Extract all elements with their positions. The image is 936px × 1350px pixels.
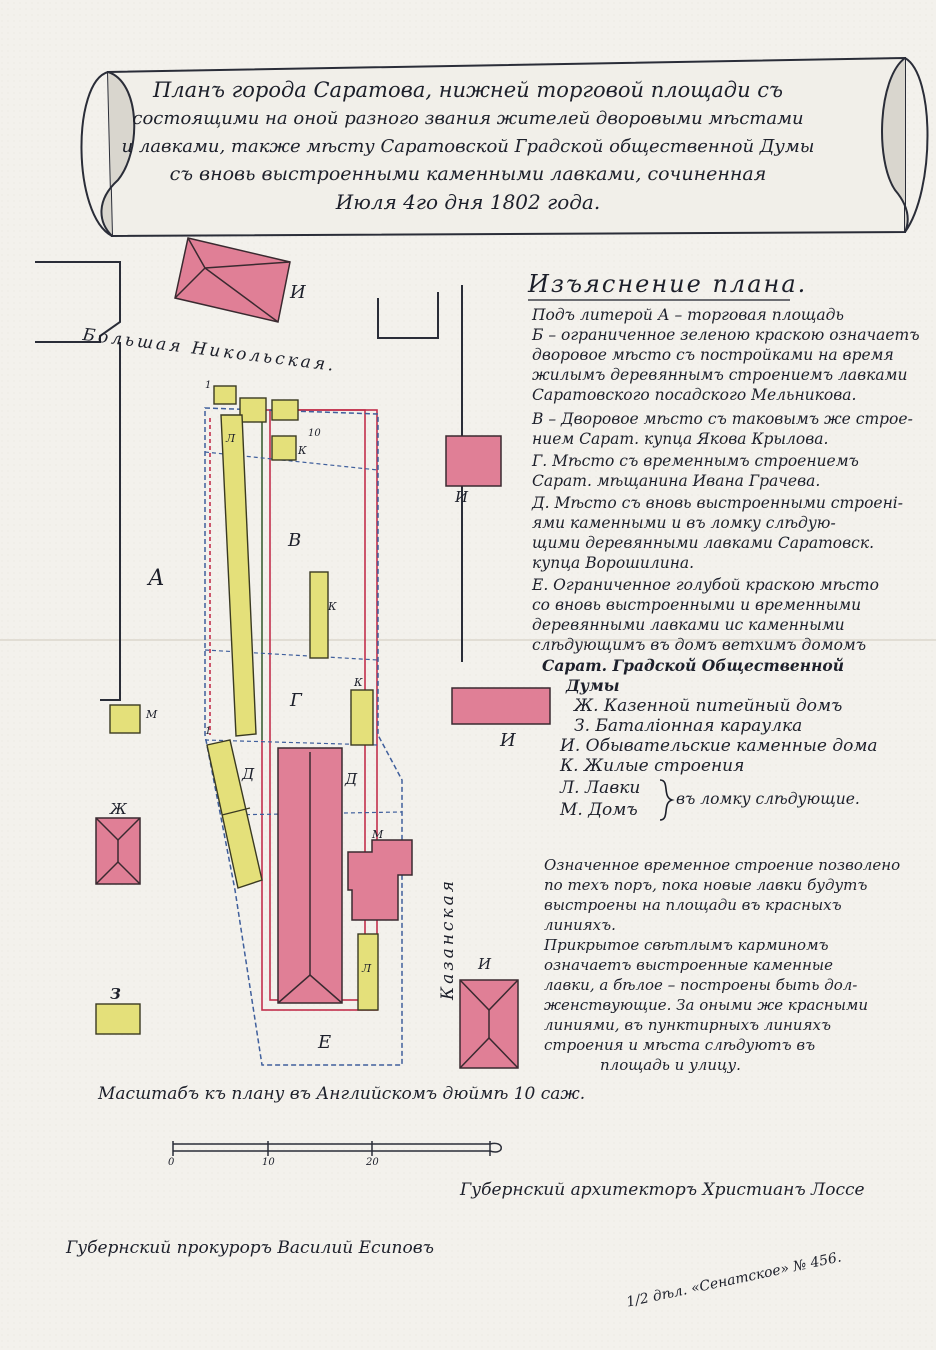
legend-line-1: Подъ литерой А – торговая площадь xyxy=(532,306,844,324)
building-i-right-upper xyxy=(445,435,502,487)
label-i-right-1: И xyxy=(455,488,469,506)
legend-line-7: нием Сарат. купца Якова Крылова. xyxy=(532,430,829,448)
legend-line-11: ями каменными и въ ломку слѣдую- xyxy=(532,514,836,532)
legend-line-15: со вновь выстроенными и временными xyxy=(532,596,862,614)
note-line-6: означаетъ выстроенные каменные xyxy=(544,956,833,974)
label-i-right-3: И xyxy=(478,955,492,973)
signature-prosecutor: Губернский прокуроръ Василий Есиповъ xyxy=(66,1238,434,1258)
legend-item-m: М. Домъ xyxy=(560,800,638,820)
legend-line-18: Сарат. Градской Общественной xyxy=(542,656,844,675)
legend-line-2: Б – ограниченное зеленою краскою означае… xyxy=(532,326,920,344)
note-line-11: площадь и улицу. xyxy=(600,1056,741,1074)
scale-tick-20: 20 xyxy=(366,1157,379,1168)
scale-bar xyxy=(172,1141,502,1156)
building-d-left xyxy=(206,739,263,889)
label-zh: Ж xyxy=(110,800,127,818)
legend-item-l: Л. Лавки xyxy=(560,778,641,798)
blue-boundary-e xyxy=(204,407,403,1066)
legend-line-4: жилымъ деревяннымъ строениемъ лавками xyxy=(532,366,908,384)
legend-line-8: Г. Мѣсто съ временнымъ строениемъ xyxy=(532,452,859,470)
building-i-right-lower xyxy=(459,979,519,1069)
legend-line-13: купца Ворошилина. xyxy=(532,554,695,572)
legend-line-14: Е. Ограниченное голубой краскою мѣсто xyxy=(532,576,879,594)
label-g: Г xyxy=(290,690,302,711)
building-duma-lavki xyxy=(277,747,343,1004)
title-scroll xyxy=(80,56,929,238)
legend-item-zh: Ж. Казенной питейный домъ xyxy=(574,696,843,716)
note-line-1: Означенное временное строение позволено xyxy=(544,856,901,874)
signature-architect: Губернский архитекторъ Христианъ Лоссе xyxy=(460,1180,865,1200)
note-line-5: Прикрытое свѣтлымъ карминомъ xyxy=(544,936,829,954)
wooden-buildings xyxy=(95,385,379,1035)
title-line-3: и лавками, также мѣсту Саратовской Градс… xyxy=(121,136,815,157)
building-zh xyxy=(95,817,141,885)
label-a: А xyxy=(148,566,165,591)
note-line-9: линиями, въ пунктирныхъ линияхъ xyxy=(544,1016,831,1034)
label-e: Е xyxy=(318,1032,332,1053)
label-number-1-top: 1 xyxy=(205,380,212,391)
building-i-right-middle xyxy=(451,687,551,725)
building-i-top xyxy=(174,237,291,323)
label-m-1: М xyxy=(146,708,158,721)
label-d-left: Д xyxy=(242,765,255,783)
label-l-3: Л xyxy=(362,962,372,975)
label-k-2: К xyxy=(328,600,337,613)
legend-heading: Изъяснение плана. xyxy=(528,270,808,298)
title-line-5: Июля 4го дня 1802 года. xyxy=(335,190,601,214)
legend-line-5: Саратовского посадского Мельникова. xyxy=(532,386,857,404)
legend-line-3: дворовое мѣсто съ постройками на время xyxy=(532,346,894,364)
label-d-right: Д xyxy=(345,770,358,788)
label-number-1-bottom: 1 xyxy=(205,726,212,737)
legend-item-z: З. Баталіонная караулка xyxy=(574,716,803,736)
title-line-4: съ вновь выстроенными каменными лавками,… xyxy=(169,163,767,185)
legend-item-i: И. Обывательские каменные дома xyxy=(560,736,878,756)
note-line-3: выстроены на площади въ красныхъ xyxy=(544,896,842,914)
scale-tick-0: 0 xyxy=(168,1157,175,1168)
legend-line-17: слѣдующимъ въ домъ ветхимъ домомъ xyxy=(532,636,867,654)
legend-line-19: Думы xyxy=(566,676,620,695)
legend-brace xyxy=(659,779,675,821)
note-line-10: строения и мѣста слѣдуютъ въ xyxy=(544,1036,816,1054)
legend-line-9: Сарат. мѣщанина Ивана Грачева. xyxy=(532,472,821,490)
label-k-1: К xyxy=(298,444,307,457)
note-line-7: лавки, а бѣлое – построены быть дол- xyxy=(544,976,858,994)
note-line-2: по техъ поръ, пока новые лавки будутъ xyxy=(544,876,868,894)
building-m xyxy=(347,839,413,921)
scale-tick-10: 10 xyxy=(262,1157,275,1168)
label-number-10: 10 xyxy=(308,428,321,439)
legend-line-6: В – Дворовое мѣсто съ таковымъ же строе- xyxy=(532,410,913,428)
legend-item-k: К. Жилые строения xyxy=(560,756,745,776)
note-line-4: линияхъ. xyxy=(544,916,616,934)
label-i-right-2: И xyxy=(500,730,516,751)
title-line-1: Планъ города Саратова, нижней торговой п… xyxy=(152,78,784,102)
label-z: З xyxy=(110,985,121,1003)
scale-label: Масштабъ къ плану въ Английскомъ дюймѣ 1… xyxy=(98,1084,586,1104)
legend-line-16: деревянными лавками ис каменными xyxy=(532,616,845,634)
label-i-top: И xyxy=(290,282,306,303)
legend-line-10: Д. Мѣсто съ вновь выстроенными строені- xyxy=(532,494,903,512)
legend-brace-note: въ ломку слѣдующие. xyxy=(676,790,860,808)
note-line-8: женствующие. За оными же красными xyxy=(544,996,869,1014)
street-kazanskaya: Казанская xyxy=(438,878,458,1000)
label-v: В xyxy=(288,530,302,551)
legend-line-12: щими деревянными лавками Саратовск. xyxy=(532,534,875,552)
label-l-1: Л xyxy=(226,432,236,445)
label-m-2: М xyxy=(372,828,384,841)
stone-buildings xyxy=(95,237,551,1069)
title-line-2: состоящими на оной разного звания жителе… xyxy=(132,108,804,129)
building-l-long xyxy=(220,414,257,737)
label-k-3: К xyxy=(354,676,363,689)
